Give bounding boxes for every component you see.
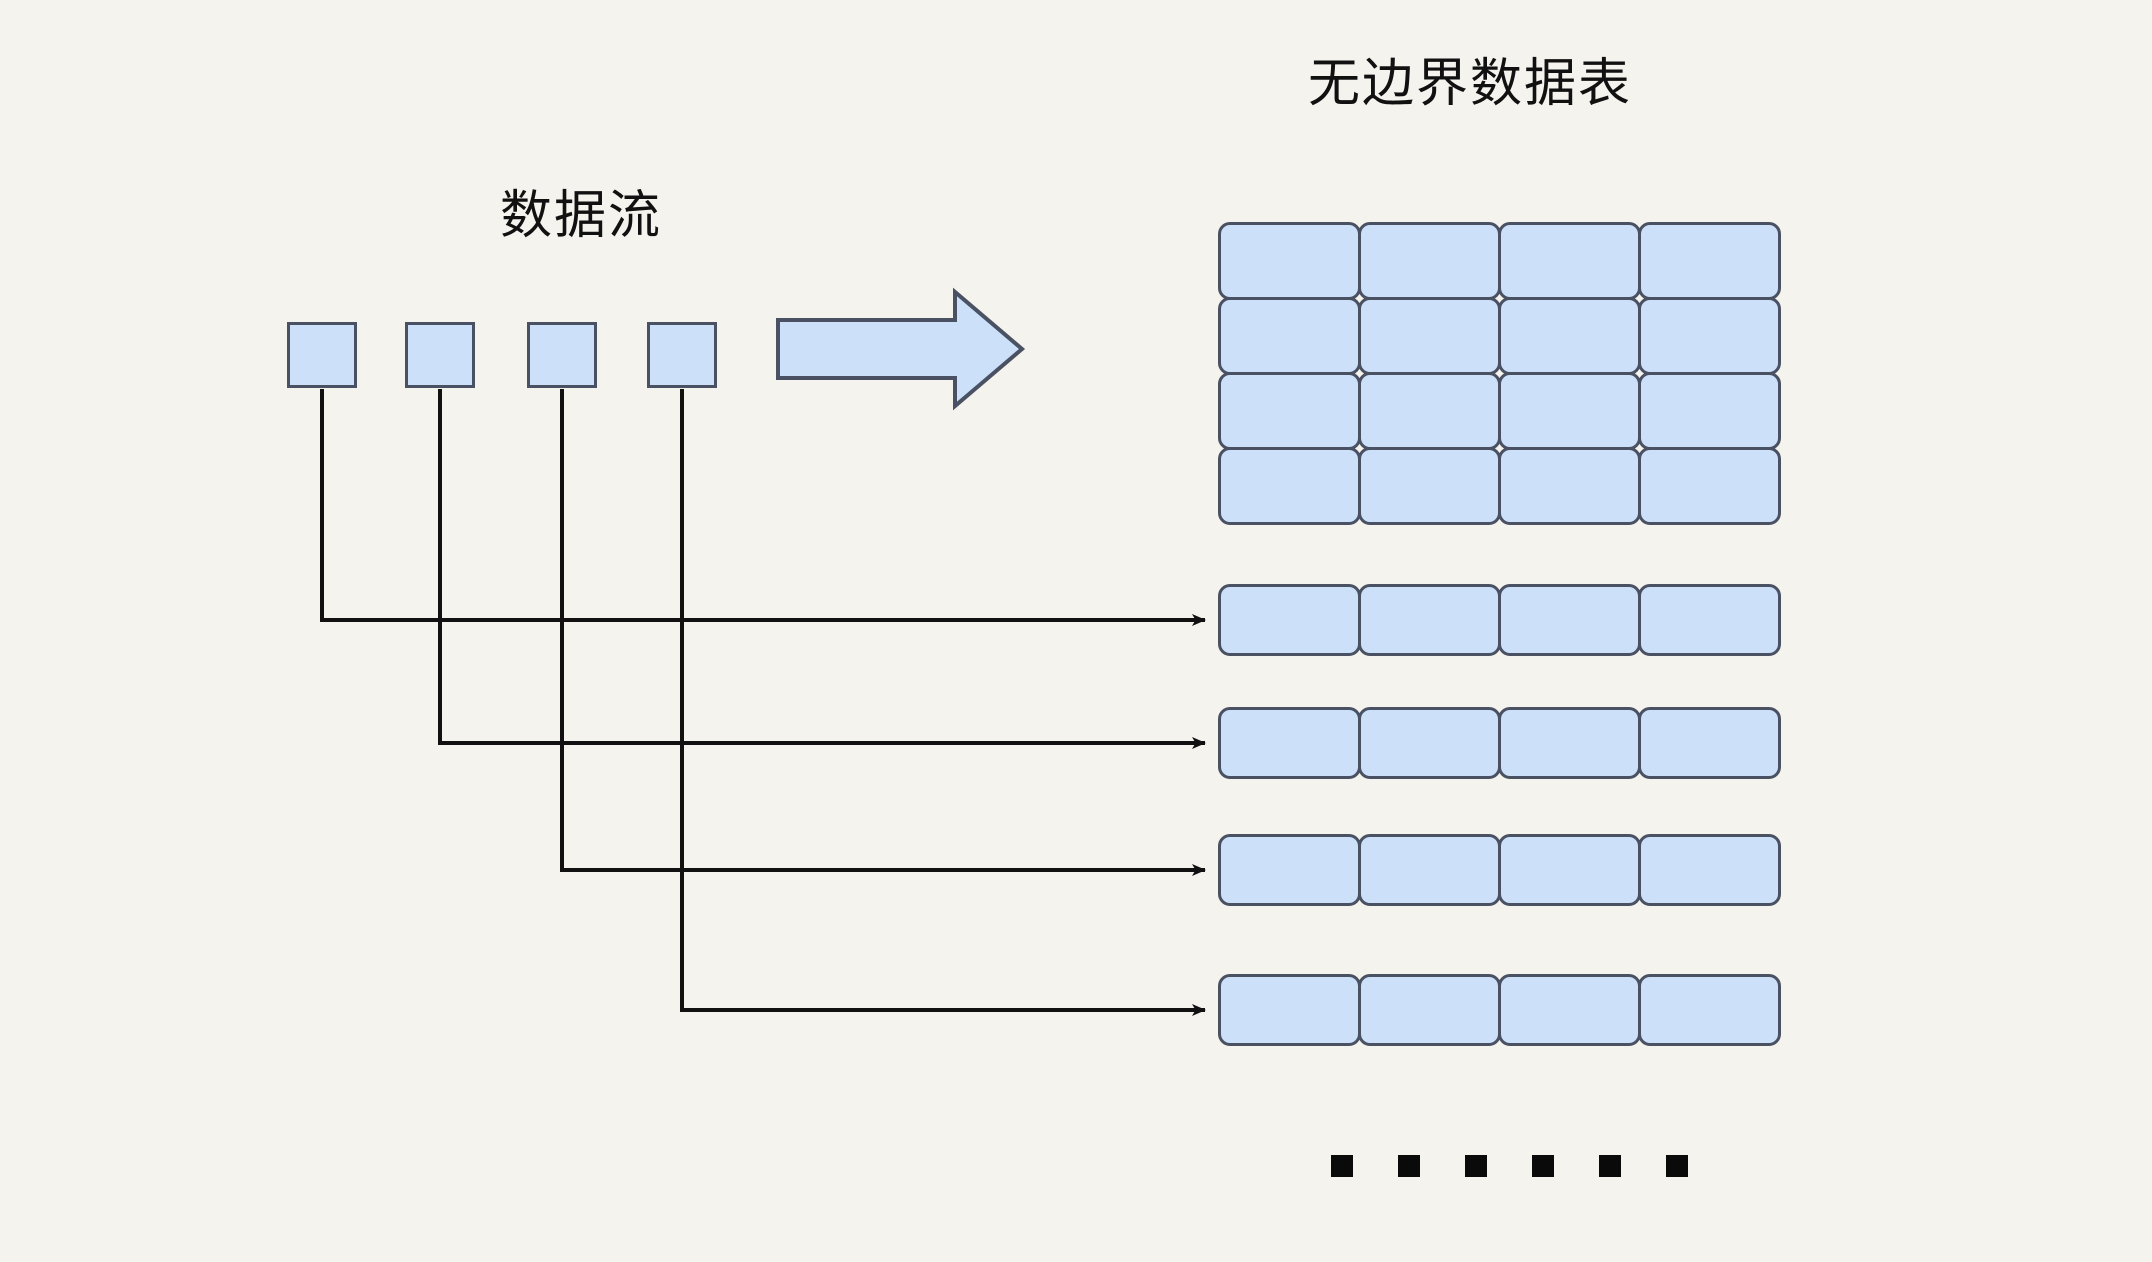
appended-row-4-cell-2[interactable] xyxy=(1358,974,1501,1046)
appended-row-4-cell-1[interactable] xyxy=(1218,974,1361,1046)
grid-cell-r1c1[interactable] xyxy=(1218,222,1361,300)
ellipsis-dot-1 xyxy=(1331,1155,1353,1177)
appended-row-3-cell-3[interactable] xyxy=(1498,834,1641,906)
ellipsis-dot-6 xyxy=(1666,1155,1688,1177)
grid-cell-r1c2[interactable] xyxy=(1358,222,1501,300)
grid-cell-r2c1[interactable] xyxy=(1218,297,1361,375)
appended-row-3-cell-2[interactable] xyxy=(1358,834,1501,906)
appended-row-2-cell-4[interactable] xyxy=(1638,707,1781,779)
grid-cell-r3c4[interactable] xyxy=(1638,372,1781,450)
appended-row-3-cell-1[interactable] xyxy=(1218,834,1361,906)
grid-cell-r4c3[interactable] xyxy=(1498,447,1641,525)
title-unbounded-table: 无边界数据表 xyxy=(1308,55,1633,113)
ellipsis-dot-3 xyxy=(1465,1155,1487,1177)
appended-row-2-cell-2[interactable] xyxy=(1358,707,1501,779)
flow-arrow xyxy=(776,287,1026,411)
grid-cell-r3c2[interactable] xyxy=(1358,372,1501,450)
stream-element-4[interactable] xyxy=(647,322,717,388)
appended-row-2-cell-1[interactable] xyxy=(1218,707,1361,779)
grid-cell-r1c4[interactable] xyxy=(1638,222,1781,300)
grid-cell-r4c1[interactable] xyxy=(1218,447,1361,525)
stream-element-1[interactable] xyxy=(287,322,357,388)
grid-cell-r2c4[interactable] xyxy=(1638,297,1781,375)
grid-cell-r1c3[interactable] xyxy=(1498,222,1641,300)
ellipsis-dot-5 xyxy=(1599,1155,1621,1177)
appended-row-1-cell-1[interactable] xyxy=(1218,584,1361,656)
appended-row-1-cell-3[interactable] xyxy=(1498,584,1641,656)
grid-cell-r4c2[interactable] xyxy=(1358,447,1501,525)
connector-3 xyxy=(560,389,1206,876)
stream-element-2[interactable] xyxy=(405,322,475,388)
appended-row-1-cell-2[interactable] xyxy=(1358,584,1501,656)
stream-element-3[interactable] xyxy=(527,322,597,388)
connector-2 xyxy=(438,389,1206,749)
grid-cell-r2c2[interactable] xyxy=(1358,297,1501,375)
appended-row-2-cell-3[interactable] xyxy=(1498,707,1641,779)
appended-row-1-cell-4[interactable] xyxy=(1638,584,1781,656)
grid-cell-r3c1[interactable] xyxy=(1218,372,1361,450)
grid-cell-r3c3[interactable] xyxy=(1498,372,1641,450)
appended-row-3-cell-4[interactable] xyxy=(1638,834,1781,906)
connector-1 xyxy=(320,389,1206,626)
connector-4 xyxy=(680,389,1206,1016)
grid-cell-r2c3[interactable] xyxy=(1498,297,1641,375)
ellipsis-dot-2 xyxy=(1398,1155,1420,1177)
label-data-stream: 数据流 xyxy=(500,187,663,245)
ellipsis-dot-4 xyxy=(1532,1155,1554,1177)
grid-cell-r4c4[interactable] xyxy=(1638,447,1781,525)
appended-row-4-cell-4[interactable] xyxy=(1638,974,1781,1046)
appended-row-4-cell-3[interactable] xyxy=(1498,974,1641,1046)
